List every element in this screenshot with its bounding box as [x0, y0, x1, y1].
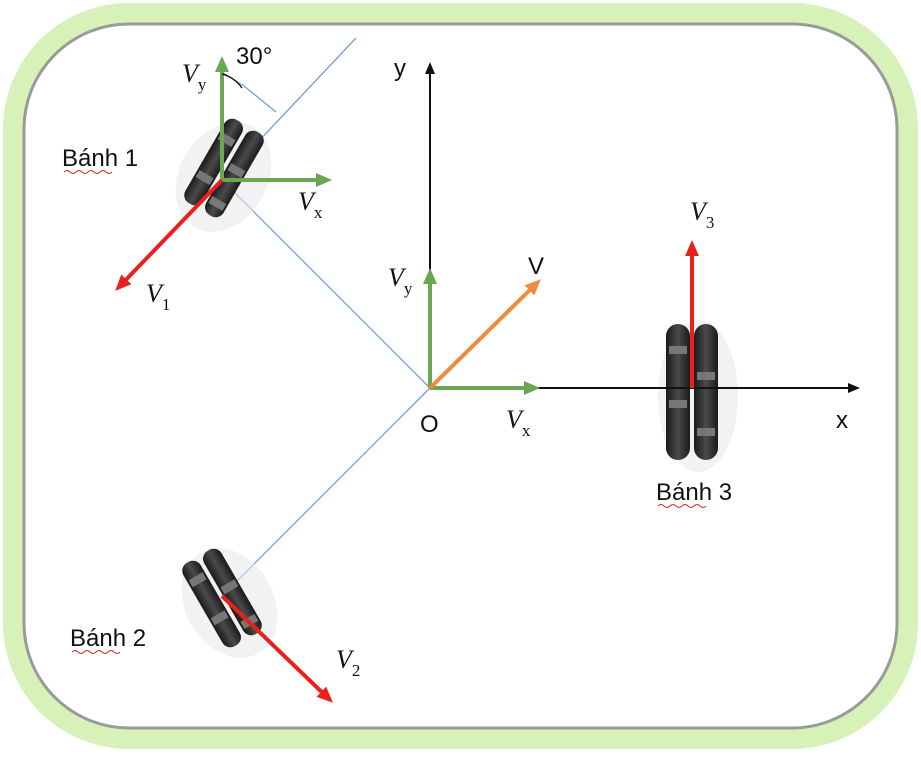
x-axis-label: x — [836, 407, 848, 434]
v-arrow — [428, 279, 541, 390]
v1-label: V1 — [146, 279, 170, 314]
origin-vectors — [423, 268, 541, 395]
vx-label: Vx — [506, 405, 531, 440]
wheel3-spell-underline — [657, 504, 707, 508]
y-axis-label: y — [394, 55, 406, 82]
angle-helper-line-2 — [243, 85, 277, 113]
wheel3-label: Bánh 3 — [656, 479, 732, 506]
line-o-to-wheel2 — [221, 387, 431, 597]
origin-label: O — [420, 411, 439, 438]
line-o-to-wheel1 — [221, 179, 431, 389]
v2-label: V2 — [336, 645, 360, 680]
wheel1-label: Bánh 1 — [62, 145, 138, 172]
v3-label: V3 — [690, 197, 714, 232]
wheel2-spell-underline — [71, 650, 121, 654]
v2-arrow — [220, 594, 333, 703]
wheel-3 — [658, 320, 738, 472]
wheel1-vectors — [115, 56, 332, 291]
frame — [3, 3, 918, 749]
v1-arrow — [115, 178, 224, 291]
wheel1-vx-label: Vx — [298, 187, 323, 222]
angle-arc — [221, 73, 243, 89]
wheel1-vy-label: Vy — [182, 59, 207, 94]
angle-label: 30° — [236, 43, 272, 70]
construction-lines — [221, 37, 431, 597]
wheel1-spell-underline — [63, 170, 113, 174]
v-label: V — [528, 253, 544, 280]
vy-label: Vy — [388, 263, 413, 298]
wheel2-label: Bánh 2 — [70, 625, 146, 652]
